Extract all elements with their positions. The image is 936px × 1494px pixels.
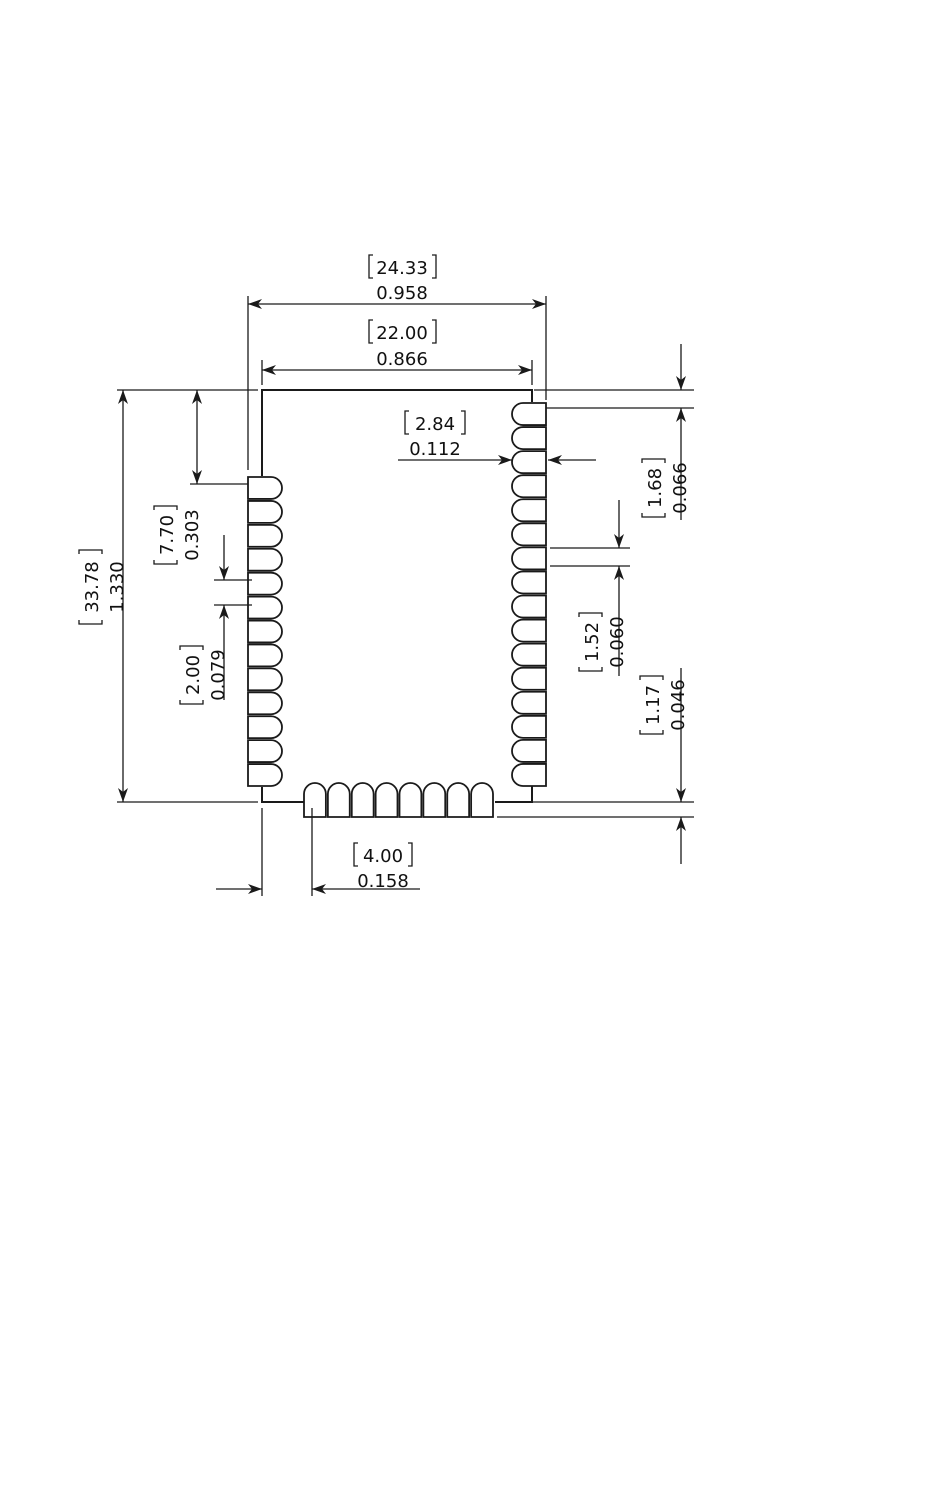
bottom-pad-edge-offset-in: 0.158 — [357, 871, 409, 892]
left-pad — [248, 668, 282, 690]
right-pad — [512, 403, 546, 425]
dimension-body-width: 22.00 0.866 — [262, 320, 532, 385]
right-pad — [512, 692, 546, 714]
body-width-mm: 22.00 — [376, 323, 428, 344]
bottom-pad-offset-in: 0.046 — [668, 679, 689, 731]
dimension-top-pad-offset: 1.68 0.066 — [534, 344, 694, 520]
bottom-pad — [471, 783, 493, 817]
left-pad — [248, 644, 282, 666]
bottom-pad — [352, 783, 374, 817]
right-pad — [512, 499, 546, 521]
right-pad — [512, 547, 546, 569]
left-pad — [248, 740, 282, 762]
pad-spacing-mm: 1.52 — [582, 622, 603, 662]
left-pad — [248, 573, 282, 595]
left-pad — [248, 501, 282, 523]
first-left-pad-offset-in: 0.303 — [182, 509, 203, 561]
left-pad — [248, 477, 282, 499]
top-pad-offset-in: 0.066 — [670, 462, 691, 514]
first-left-pad-offset-mm: 7.70 — [157, 515, 178, 555]
dimension-first-left-pad-offset: 7.70 0.303 — [154, 390, 248, 564]
pad-length-in: 0.112 — [409, 439, 461, 460]
right-pad — [512, 668, 546, 690]
bottom-pad — [304, 783, 326, 817]
right-pad — [512, 620, 546, 642]
left-pad — [248, 692, 282, 714]
pad-length-mm: 2.84 — [415, 414, 455, 435]
bottom-pad-edge-offset-mm: 4.00 — [363, 846, 403, 867]
right-pad — [512, 740, 546, 762]
left-pad — [248, 764, 282, 786]
bottom-pad — [400, 783, 422, 817]
left-pad — [248, 621, 282, 643]
bottom-pad — [328, 783, 350, 817]
module-outline — [262, 390, 532, 802]
right-pad — [512, 571, 546, 593]
bottom-pad — [376, 783, 398, 817]
dimension-overall-height: 33.78 1.330 — [79, 390, 258, 802]
right-pad — [512, 523, 546, 545]
right-pad — [512, 475, 546, 497]
dimension-pad-length: 2.84 0.112 — [398, 411, 596, 460]
overall-width-mm: 24.33 — [376, 258, 428, 279]
left-pad-row — [248, 477, 282, 786]
right-pad — [512, 427, 546, 449]
overall-width-in: 0.958 — [376, 283, 428, 304]
left-pad — [248, 716, 282, 738]
right-pad — [512, 644, 546, 666]
right-pad — [512, 596, 546, 618]
dimension-pad-spacing: 1.52 0.060 — [550, 500, 630, 676]
right-pad — [512, 716, 546, 738]
left-pad-pitch-mm: 2.00 — [183, 655, 204, 695]
left-pad — [248, 525, 282, 547]
left-pad — [248, 549, 282, 571]
bottom-pad-row — [304, 783, 493, 817]
bottom-pad — [447, 783, 469, 817]
pad-spacing-in: 0.060 — [607, 616, 628, 668]
right-pad — [512, 764, 546, 786]
overall-height-in: 1.330 — [107, 561, 128, 613]
top-pad-offset-mm: 1.68 — [645, 468, 666, 508]
left-pad-pitch-in: 0.079 — [208, 649, 229, 701]
left-pad — [248, 597, 282, 619]
body-width-in: 0.866 — [376, 349, 428, 370]
bottom-pad — [423, 783, 445, 817]
right-pad-row — [512, 403, 546, 786]
overall-height-mm: 33.78 — [82, 561, 103, 613]
bottom-pad-offset-mm: 1.17 — [643, 685, 664, 725]
right-pad — [512, 451, 546, 473]
dimension-bottom-pad-edge-offset: 4.00 0.158 — [216, 808, 420, 896]
